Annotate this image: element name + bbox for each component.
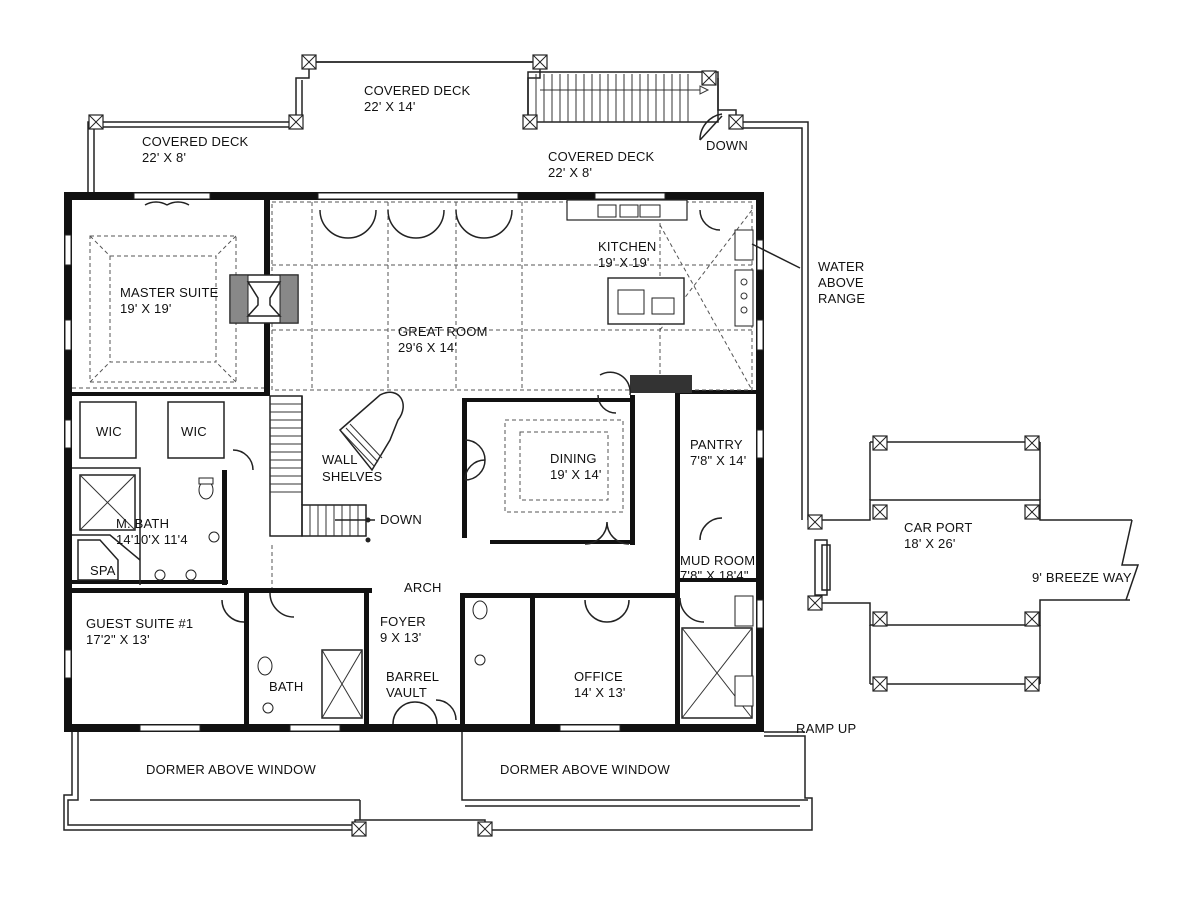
car-port-title: CAR PORT (904, 520, 973, 535)
covered-deck-top-title: COVERED DECK (364, 83, 471, 98)
guest-suite-title: GUEST SUITE #1 (86, 616, 193, 631)
exterior-walls (64, 192, 764, 732)
m-bath-size: 14'10'X 11'4 (116, 532, 188, 547)
deck-stairs (527, 71, 723, 141)
great-room-title: GREAT ROOM (398, 324, 488, 339)
mud-room-size: 7'8" X 18'4" (680, 568, 749, 583)
pantry-size: 7'8" X 14' (690, 453, 746, 468)
office-size: 14' X 13' (574, 685, 626, 700)
wall-shelves-label-2: SHELVES (322, 469, 383, 484)
covered-deck-left-title: COVERED DECK (142, 134, 249, 149)
master-suite-size: 19' X 19' (120, 301, 172, 316)
dormer-right-label: DORMER ABOVE WINDOW (500, 762, 670, 777)
fireplace (229, 274, 299, 324)
great-room-size: 29'6 X 14' (398, 340, 457, 355)
covered-deck-left-size: 22' X 8' (142, 150, 186, 165)
car-port-posts (807, 435, 1040, 692)
master-suite-title: MASTER SUITE (120, 285, 219, 300)
mud-room-title: MUD ROOM (680, 553, 755, 568)
down-deck-label: DOWN (706, 138, 748, 153)
car-port (808, 441, 1140, 685)
bath-label: BATH (269, 679, 304, 694)
pantry-title: PANTRY (690, 437, 743, 452)
deck-posts (88, 54, 744, 130)
down-stairs-label: DOWN (380, 512, 422, 527)
covered-deck-right-title: COVERED DECK (548, 149, 655, 164)
arch-label: ARCH (404, 580, 442, 595)
office-title: OFFICE (574, 669, 623, 684)
wic-left-label: WIC (96, 424, 122, 439)
breeze-way-label: 9' BREEZE WAY (1032, 570, 1132, 585)
front-porch (63, 731, 813, 831)
dormer-left-label: DORMER ABOVE WINDOW (146, 762, 316, 777)
piano (338, 391, 404, 472)
kitchen-size: 19' X 19' (598, 255, 650, 270)
interior-stairs (269, 395, 375, 543)
car-port-size: 18' X 26' (904, 536, 956, 551)
bath-fixtures (79, 474, 754, 719)
water-label-1: WATER (818, 259, 865, 274)
covered-deck-top-size: 22' X 14' (364, 99, 416, 114)
barrel-vault-label-1: BARREL (386, 669, 439, 684)
foyer-size: 9 X 13' (380, 630, 421, 645)
covered-deck-right-size: 22' X 8' (548, 165, 592, 180)
room-labels: COVERED DECK 22' X 14' COVERED DECK 22' … (86, 83, 1132, 777)
water-label-2: ABOVE (818, 275, 864, 290)
ramp-up-label: RAMP UP (796, 721, 856, 736)
water-label-3: RANGE (818, 291, 865, 306)
m-bath-title: M. BATH (116, 516, 169, 531)
dining-title: DINING (550, 451, 597, 466)
kitchen-title: KITCHEN (598, 239, 656, 254)
guest-suite-size: 17'2" X 13' (86, 632, 150, 647)
wall-shelves-label-1: WALL (322, 452, 358, 467)
foyer-title: FOYER (380, 614, 426, 629)
kitchen-fixtures (566, 199, 801, 393)
barrel-vault-label-2: VAULT (386, 685, 427, 700)
porch-posts (351, 821, 493, 837)
dining-size: 19' X 14' (550, 467, 602, 482)
door-swings (144, 201, 723, 725)
wic-right-label: WIC (181, 424, 207, 439)
spa-label: SPA (90, 563, 116, 578)
